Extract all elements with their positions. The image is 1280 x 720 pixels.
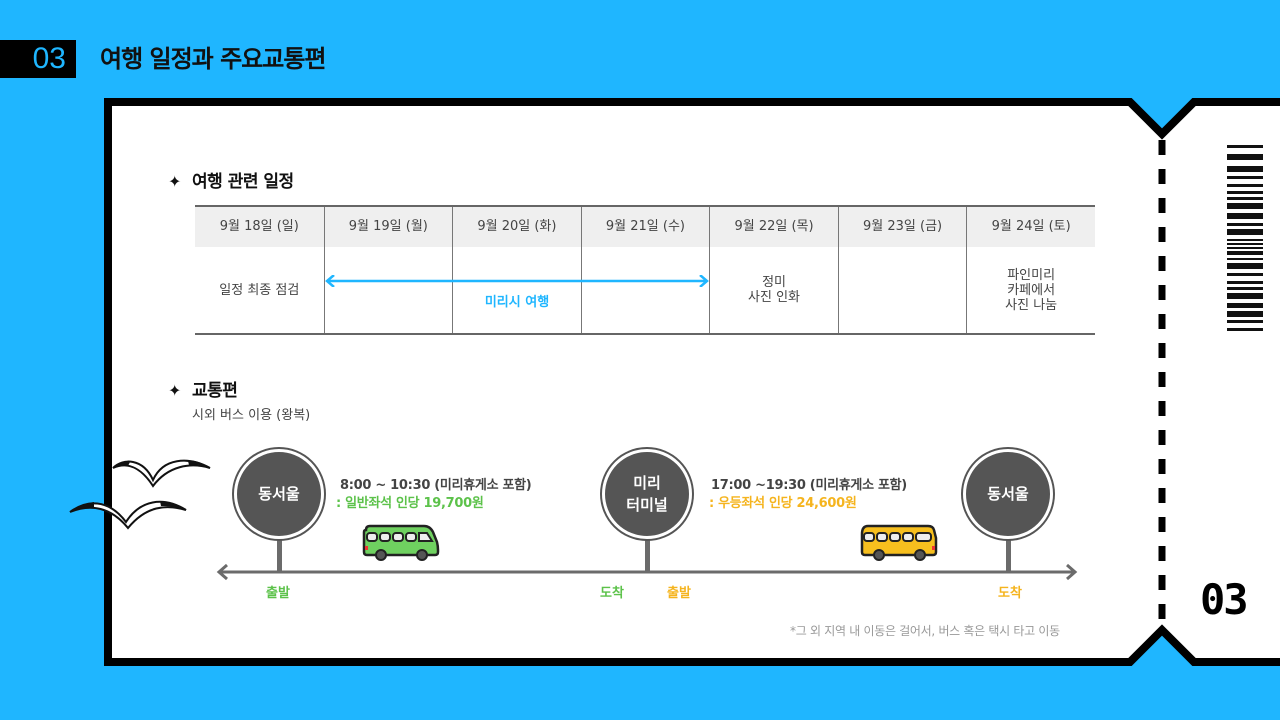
schedule-column-header: 9월 23일 (금)	[837, 207, 967, 247]
schedule-table: 9월 18일 (일) 9월 19일 (월) 9월 20일 (화) 9월 21일 …	[195, 205, 1095, 335]
sparkle-icon: ✦	[168, 172, 181, 191]
schedule-cell	[452, 247, 581, 333]
route-time: 17:00 ~19:30 (미리휴게소 포함)	[711, 478, 907, 493]
barcode-icon	[1227, 145, 1263, 331]
schedule-cell: 파인미리 카페에서 사진 나눔	[966, 247, 1095, 333]
green-bus-icon	[362, 524, 440, 561]
schedule-heading: ✦ 여행 관련 일정	[168, 167, 294, 192]
ticket-stub-number: 03	[1200, 575, 1249, 624]
route-fare: : 우등좌석 인당 24,600원	[709, 496, 857, 511]
footnote: *그 외 지역 내 이동은 걸어서, 버스 혹은 택시 타고 이동	[790, 624, 1060, 638]
transport-heading-label: 교통편	[192, 381, 238, 401]
stop-label-arrival: 도착	[600, 586, 624, 601]
schedule-column-header: 9월 19일 (월)	[323, 207, 453, 247]
route-time: 8:00 ~ 10:30 (미리휴게소 포함)	[340, 478, 532, 493]
timeline-axis	[216, 563, 1078, 581]
schedule-column-header: 9월 22일 (목)	[709, 207, 838, 247]
yellow-bus-icon	[860, 524, 938, 561]
page-title: 여행 일정과 주요교통편	[100, 45, 327, 73]
schedule-cell	[580, 247, 710, 333]
stop-dongseoul-departure: 동서울	[234, 449, 324, 539]
stop-pole	[645, 535, 650, 571]
stop-dongseoul-arrival: 동서울	[963, 449, 1053, 539]
double-arrow-icon	[325, 275, 709, 287]
schedule-heading-label: 여행 관련 일정	[192, 172, 294, 192]
transport-heading: ✦ 교통편	[168, 376, 238, 401]
stop-label-arrival: 도착	[998, 586, 1022, 601]
stop-pole	[277, 535, 282, 571]
schedule-cell: 정미 사진 인화	[709, 247, 838, 333]
span-event-label: 미리시 여행	[484, 295, 550, 310]
stop-label-departure: 출발	[667, 586, 691, 601]
schedule-column-header: 9월 24일 (토)	[966, 207, 1095, 247]
schedule-column-header: 9월 21일 (수)	[580, 207, 710, 247]
schedule-column-header: 9월 20일 (화)	[452, 207, 581, 247]
route-fare: : 일반좌석 인당 19,700원	[336, 496, 484, 511]
stop-pole	[1006, 535, 1011, 571]
transport-subtitle: 시외 버스 이용 (왕복)	[192, 408, 311, 423]
schedule-body-row: 일정 최종 점검 정미 사진 인화 파인미리 카페에서 사진 나눔	[195, 247, 1095, 333]
section-number-badge: 03	[0, 40, 76, 78]
sparkle-icon: ✦	[168, 381, 181, 400]
stop-miri-terminal: 미리 터미널	[602, 449, 692, 539]
schedule-cell	[323, 247, 453, 333]
schedule-column-header: 9월 18일 (일)	[195, 207, 324, 247]
schedule-header-row: 9월 18일 (일) 9월 19일 (월) 9월 20일 (화) 9월 21일 …	[195, 207, 1095, 247]
schedule-cell	[837, 247, 967, 333]
schedule-cell: 일정 최종 점검	[219, 282, 300, 298]
stop-label-departure: 출발	[266, 586, 290, 601]
seagulls-icon	[69, 459, 211, 530]
